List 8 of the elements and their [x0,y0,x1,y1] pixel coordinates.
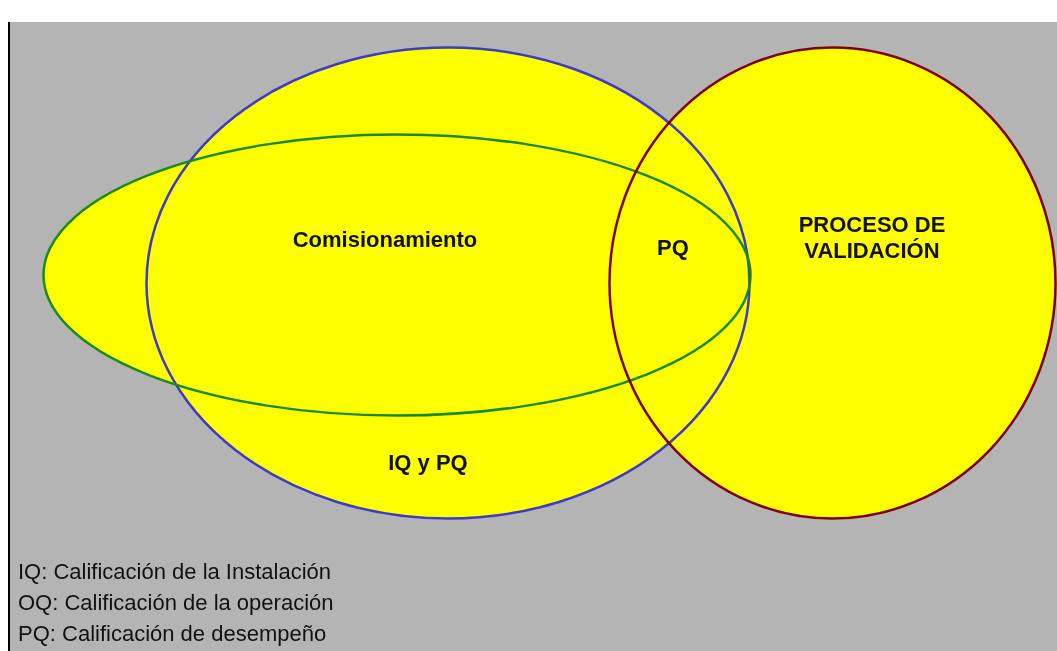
abbreviation-note: OQ: Calificación de la operación [18,590,334,616]
abbreviation-note: PQ: Calificación de desempeño [18,621,327,647]
region-label: PROCESO DE VALIDACIÓN [797,212,947,264]
circle [608,46,1057,520]
overlap-label: PQ [657,235,689,261]
region-label: IQ y PQ [387,450,469,476]
abbreviation-note: IQ: Calificación de la Instalación [18,559,332,585]
region-label: Comisionamiento [291,227,479,253]
